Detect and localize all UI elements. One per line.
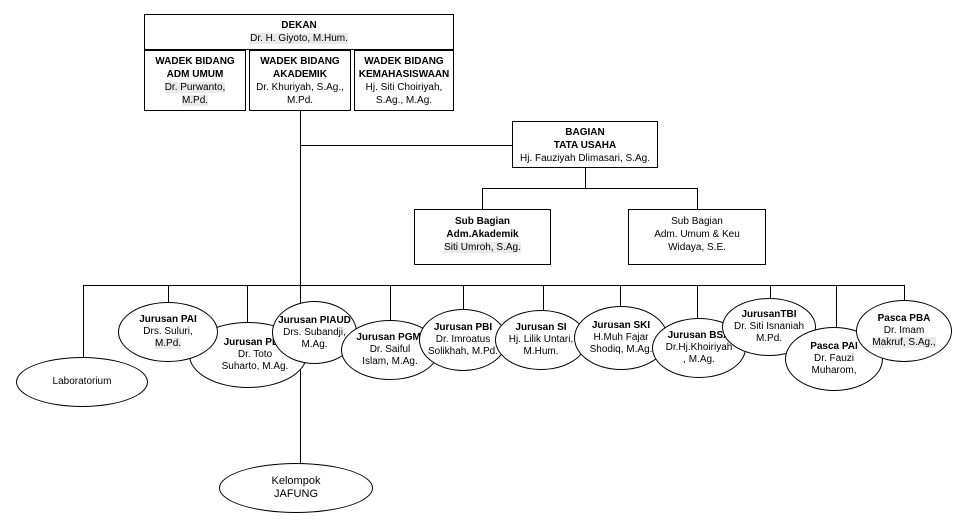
jurusan-pai-title: Jurusan PAI bbox=[139, 314, 197, 325]
sub-bagian-umum-box: Sub Bagian Adm. Umum & Keu Widaya, S.E. bbox=[628, 209, 766, 265]
connector-tu-down bbox=[585, 168, 586, 188]
sub-umum-title-1: Sub Bagian bbox=[671, 216, 723, 227]
drop-tbi bbox=[770, 285, 771, 299]
jurusan-si-ellipse: Jurusan SI Hj. Lilik Untari, M.Hum. bbox=[495, 310, 587, 370]
drop-pgmi bbox=[390, 285, 391, 321]
sub-akademik-title-2: Adm.Akademik bbox=[446, 229, 519, 240]
connector-to-tata-usaha bbox=[300, 145, 512, 146]
jafung-line-2: JAFUNG bbox=[274, 488, 318, 500]
jurusan-tbi-name-2: M.Pd. bbox=[755, 333, 783, 344]
jurusan-pai-name-1: Drs. Suluri, bbox=[143, 326, 193, 337]
jurusan-bsa-name-2: , M.Ag. bbox=[683, 354, 715, 365]
dekan-name: Dr. H. Giyoto, M.Hum. bbox=[250, 33, 348, 44]
wadek-kemahasiswaan-name-2: S.Ag., M.Ag. bbox=[375, 95, 433, 106]
connector-sub-umum bbox=[697, 188, 698, 209]
wadek-adm-umum-name-2: M.Pd. bbox=[181, 95, 209, 106]
dekan-title: DEKAN bbox=[281, 20, 317, 31]
jurusan-pba-title: Jurusan PBA bbox=[223, 337, 287, 348]
jurusan-bsa-name-1: Dr.Hj.Khoiriyah bbox=[665, 342, 733, 353]
connector-sub-bagian-bar bbox=[482, 188, 697, 189]
drop-pba bbox=[247, 285, 248, 325]
jurusan-piaud-name-2: M.Ag. bbox=[301, 338, 328, 350]
drop-pasca-pba bbox=[904, 285, 905, 301]
drop-bsa bbox=[697, 285, 698, 319]
pasca-pai-title: Pasca PAI bbox=[810, 341, 858, 352]
tata-usaha-title-1: BAGIAN bbox=[565, 127, 605, 138]
wadek-akademik-name-2: M.Pd. bbox=[286, 95, 314, 106]
jafung-line-1: Kelompok bbox=[271, 475, 321, 487]
drop-ski bbox=[620, 285, 621, 307]
pasca-pai-name-2: Muharom, bbox=[811, 365, 857, 376]
jurusan-pba-name-2: Suharto, M.Ag. bbox=[221, 361, 289, 372]
jurusan-pgmi-title: Jurusan PGMI bbox=[356, 332, 424, 343]
sub-umum-name: Widaya, S.E. bbox=[668, 242, 726, 253]
jurusan-si-title: Jurusan SI bbox=[515, 322, 567, 333]
jurusan-ski-name-2: Shodiq, M.Ag. bbox=[589, 344, 653, 355]
wadek-adm-umum-name-1: Dr. Purwanto, bbox=[164, 82, 226, 93]
wadek-kemahasiswaan-title-1: WADEK BIDANG bbox=[364, 56, 444, 67]
tata-usaha-name: Hj. Fauziyah Dlimasari, S.Ag. bbox=[519, 153, 651, 164]
jurusan-tbi-name-1: Dr. Siti Isnaniah bbox=[733, 321, 805, 332]
jurusan-pgmi-name-2: Islam, M.Ag. bbox=[362, 356, 418, 367]
tata-usaha-title-2: TATA USAHA bbox=[553, 140, 617, 151]
drop-laboratorium bbox=[83, 285, 84, 363]
jurusan-pgmi-name-1: Dr. Saiful bbox=[369, 344, 411, 355]
jurusan-ski-title: Jurusan SKI bbox=[591, 320, 651, 331]
connector-units-bar bbox=[83, 285, 904, 286]
laboratorium-label: Laboratorium bbox=[52, 376, 112, 387]
wadek-akademik-title-2: AKADEMIK bbox=[273, 69, 327, 80]
wadek-akademik-name-1: Dr. Khuriyah, S.Ag., bbox=[256, 82, 344, 93]
jurusan-si-name-2: M.Hum. bbox=[523, 346, 559, 357]
wadek-adm-umum-box: WADEK BIDANG ADM UMUM Dr. Purwanto, M.Pd… bbox=[144, 50, 246, 111]
jurusan-pbi-ellipse: Jurusan PBI Dr. Imroatus Solikhah, M.Pd. bbox=[419, 309, 507, 371]
pasca-pai-name-1: Dr. Fauzi bbox=[813, 353, 854, 364]
jurusan-pba-name-1: Dr. Toto bbox=[237, 349, 273, 360]
kelompok-jafung-ellipse: Kelompok JAFUNG bbox=[219, 463, 373, 513]
wadek-kemahasiswaan-name-1: Hj. Siti Choiriyah, bbox=[365, 82, 443, 93]
pasca-pba-name-1: Dr. Imam bbox=[883, 325, 925, 336]
jurusan-bsa-title: Jurusan BSA bbox=[667, 330, 731, 341]
wadek-akademik-box: WADEK BIDANG AKADEMIK Dr. Khuriyah, S.Ag… bbox=[249, 50, 351, 111]
drop-si bbox=[543, 285, 544, 311]
wadek-kemahasiswaan-title-2: KEMAHASISWAAN bbox=[358, 69, 450, 80]
sub-umum-title-2: Adm. Umum & Keu bbox=[654, 229, 740, 240]
jurusan-piaud-title: Jurusan PIAUD bbox=[278, 314, 351, 326]
drop-pai bbox=[168, 285, 169, 303]
jurusan-pai-name-2: M.Pd. bbox=[154, 338, 182, 349]
jurusan-si-name-1: Hj. Lilik Untari, bbox=[508, 334, 574, 345]
pasca-pba-ellipse: Pasca PBA Dr. Imam Makruf, S.Ag., bbox=[856, 300, 952, 362]
jurusan-ski-name-1: H.Muh Fajar bbox=[593, 332, 649, 343]
laboratorium-ellipse: Laboratorium bbox=[16, 357, 148, 407]
sub-bagian-akademik-box: Sub Bagian Adm.Akademik Siti Umroh, S.Ag… bbox=[414, 209, 551, 265]
jurusan-pai-ellipse: Jurusan PAI Drs. Suluri, M.Pd. bbox=[118, 302, 218, 362]
drop-pbi bbox=[463, 285, 464, 310]
jurusan-ski-ellipse: Jurusan SKI H.Muh Fajar Shodiq, M.Ag. bbox=[574, 306, 668, 370]
jurusan-piaud-name-1: Drs. Subandji, bbox=[283, 326, 346, 338]
dekan-box: DEKAN Dr. H. Giyoto, M.Hum. bbox=[144, 14, 454, 50]
wadek-adm-umum-title-2: ADM UMUM bbox=[166, 69, 224, 80]
connector-main-vertical bbox=[300, 111, 301, 463]
wadek-kemahasiswaan-box: WADEK BIDANG KEMAHASISWAAN Hj. Siti Choi… bbox=[354, 50, 454, 111]
sub-akademik-title-1: Sub Bagian bbox=[454, 216, 510, 227]
jurusan-pbi-name-1: Dr. Imroatus bbox=[435, 334, 491, 345]
connector-sub-akademik bbox=[482, 188, 483, 209]
wadek-akademik-title-1: WADEK BIDANG bbox=[260, 56, 340, 67]
pasca-pba-name-2: Makruf, S.Ag., bbox=[872, 337, 936, 348]
pasca-pba-title: Pasca PBA bbox=[877, 313, 931, 324]
jurusan-tbi-title: JurusanTBI bbox=[741, 309, 797, 320]
sub-akademik-name: Siti Umroh, S.Ag. bbox=[444, 242, 521, 253]
jurusan-pbi-name-2: Solikhah, M.Pd. bbox=[427, 346, 499, 357]
jurusan-pbi-title: Jurusan PBI bbox=[433, 322, 493, 333]
tata-usaha-box: BAGIAN TATA USAHA Hj. Fauziyah Dlimasari… bbox=[512, 121, 658, 168]
drop-pasca-pai bbox=[836, 285, 837, 328]
wadek-adm-umum-title-1: WADEK BIDANG bbox=[155, 56, 235, 67]
